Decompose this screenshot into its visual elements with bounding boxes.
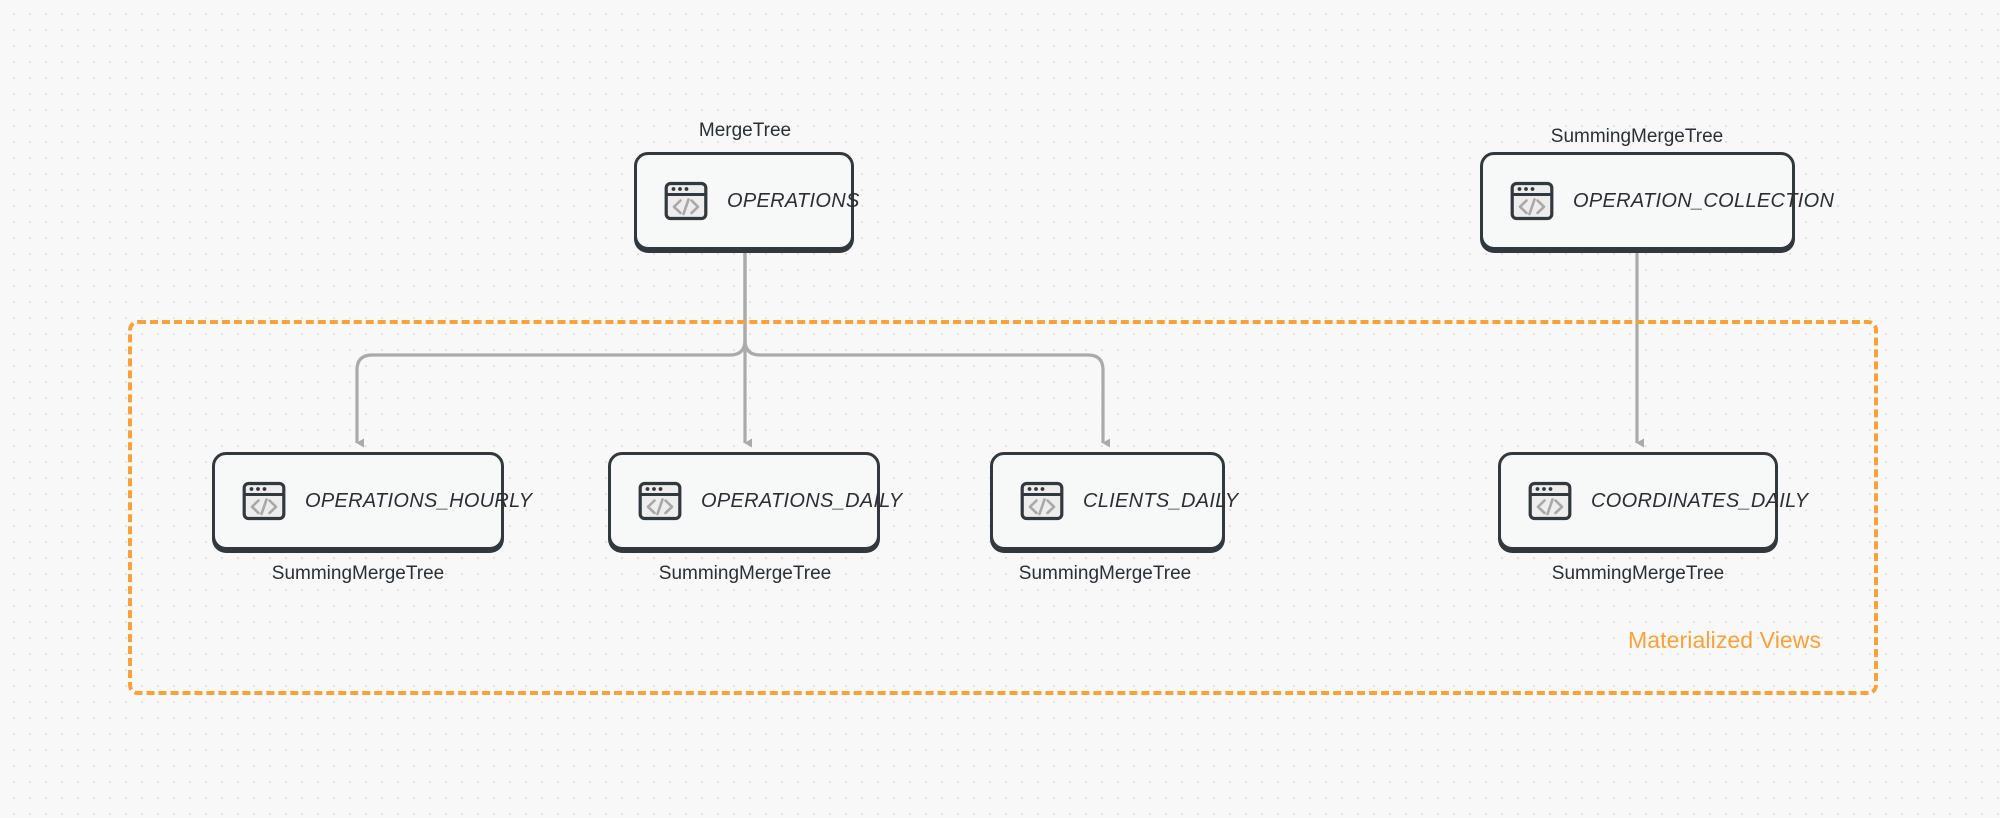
- code-window-icon: [637, 478, 683, 524]
- node-coordinates-daily-label: COORDINATES_DAILY: [1591, 489, 1809, 512]
- caption-coordinates-daily-engine: SummingMergeTree: [1551, 563, 1725, 584]
- caption-clients-daily-engine: SummingMergeTree: [1018, 563, 1192, 584]
- caption-operations-hourly-engine: SummingMergeTree: [271, 563, 445, 584]
- caption-operation-collection-engine: SummingMergeTree: [1550, 126, 1724, 147]
- node-operations-hourly[interactable]: OPERATIONS_HOURLY: [212, 452, 532, 550]
- node-coordinates-daily[interactable]: COORDINATES_DAILY: [1498, 452, 1808, 550]
- node-operations[interactable]: OPERATIONS: [634, 152, 859, 250]
- node-operations-hourly-label: OPERATIONS_HOURLY: [305, 489, 533, 512]
- node-clients-daily[interactable]: CLIENTS_DAILY: [990, 452, 1238, 550]
- code-window-icon: [1019, 478, 1065, 524]
- materialized-views-group-label: Materialized Views: [1628, 627, 1822, 653]
- code-window-icon: [663, 178, 709, 224]
- node-operations-daily-label: OPERATIONS_DAILY: [701, 489, 903, 512]
- node-operation-collection[interactable]: OPERATION_COLLECTION: [1480, 152, 1834, 250]
- code-window-icon: [1509, 178, 1555, 224]
- caption-operations-engine: MergeTree: [698, 120, 792, 141]
- node-operation-collection-label: OPERATION_COLLECTION: [1573, 189, 1835, 212]
- node-operations-label: OPERATIONS: [727, 189, 860, 212]
- node-clients-daily-label: CLIENTS_DAILY: [1083, 489, 1239, 512]
- materialized-views-group: [128, 320, 1878, 695]
- code-window-icon: [1527, 478, 1573, 524]
- code-window-icon: [241, 478, 287, 524]
- node-operations-daily[interactable]: OPERATIONS_DAILY: [608, 452, 902, 550]
- caption-operations-daily-engine: SummingMergeTree: [658, 563, 832, 584]
